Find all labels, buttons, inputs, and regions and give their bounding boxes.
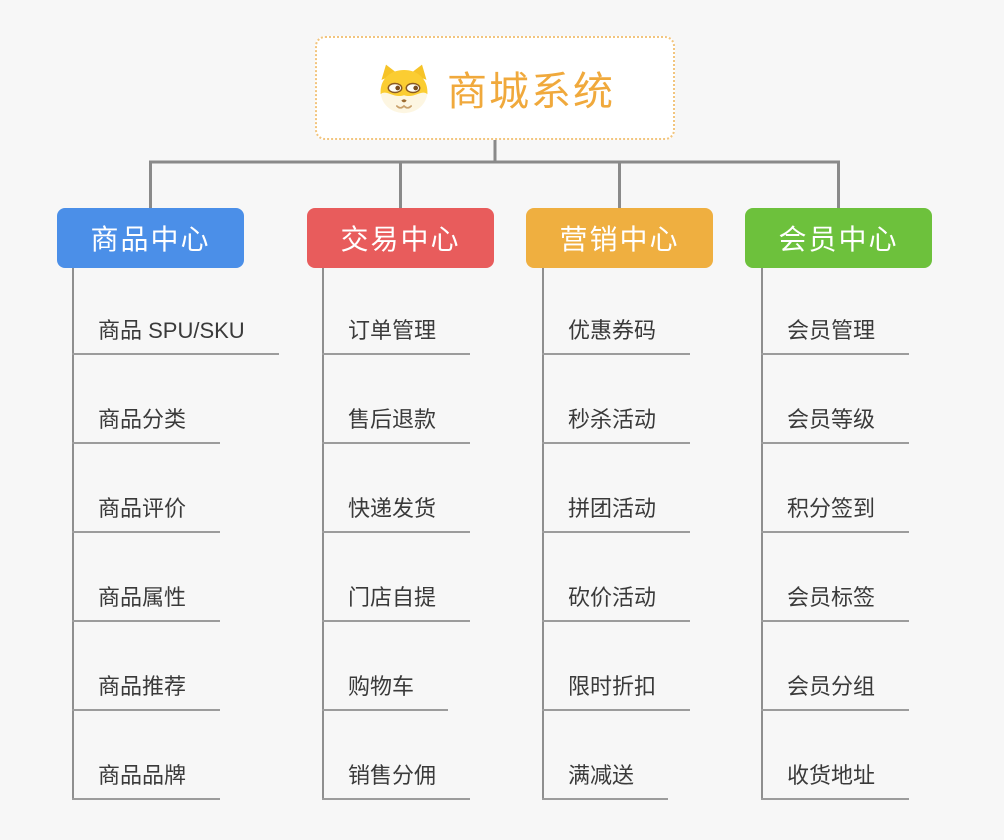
topic-product-review[interactable]: 商品评价	[72, 494, 221, 533]
topic-store-pickup[interactable]: 门店自提	[322, 583, 471, 622]
topic-coupon-code[interactable]: 优惠券码	[542, 316, 691, 355]
branch-node-product-center[interactable]: 商品中心	[57, 208, 244, 268]
topic-product-recommend[interactable]: 商品推荐	[72, 672, 221, 711]
branch-spine	[542, 268, 544, 800]
topic-aftersale-refund[interactable]: 售后退款	[322, 405, 471, 444]
topic-full-reduction[interactable]: 满减送	[542, 761, 669, 800]
topic-member-level[interactable]: 会员等级	[761, 405, 910, 444]
topic-member-group[interactable]: 会员分组	[761, 672, 910, 711]
topic-product-category[interactable]: 商品分类	[72, 405, 221, 444]
branch-node-member-center[interactable]: 会员中心	[745, 208, 932, 268]
topic-limited-time-discount[interactable]: 限时折扣	[542, 672, 691, 711]
dog-face-icon	[375, 61, 433, 115]
root-node-mall-system[interactable]: 商城系统	[315, 36, 675, 140]
topic-flash-sale[interactable]: 秒杀活动	[542, 405, 691, 444]
topic-member-management[interactable]: 会员管理	[761, 316, 910, 355]
topic-member-tag[interactable]: 会员标签	[761, 583, 910, 622]
topic-shipping-address[interactable]: 收货地址	[761, 761, 910, 800]
topic-group-buy[interactable]: 拼团活动	[542, 494, 691, 533]
topic-product-spu-sku[interactable]: 商品 SPU/SKU	[72, 316, 279, 355]
topic-bargain-activity[interactable]: 砍价活动	[542, 583, 691, 622]
topic-express-delivery[interactable]: 快递发货	[322, 494, 471, 533]
topic-product-attribute[interactable]: 商品属性	[72, 583, 221, 622]
branch-node-trade-center[interactable]: 交易中心	[307, 208, 494, 268]
branch-spine	[72, 268, 74, 800]
branch-spine	[761, 268, 763, 800]
topic-shopping-cart[interactable]: 购物车	[322, 672, 449, 711]
branch-spine	[322, 268, 324, 800]
topic-sales-commission[interactable]: 销售分佣	[322, 761, 471, 800]
topic-points-checkin[interactable]: 积分签到	[761, 494, 910, 533]
topic-product-brand[interactable]: 商品品牌	[72, 761, 221, 800]
topic-order-management[interactable]: 订单管理	[322, 316, 471, 355]
branch-node-marketing-center[interactable]: 营销中心	[526, 208, 713, 268]
root-title: 商城系统	[447, 70, 615, 114]
